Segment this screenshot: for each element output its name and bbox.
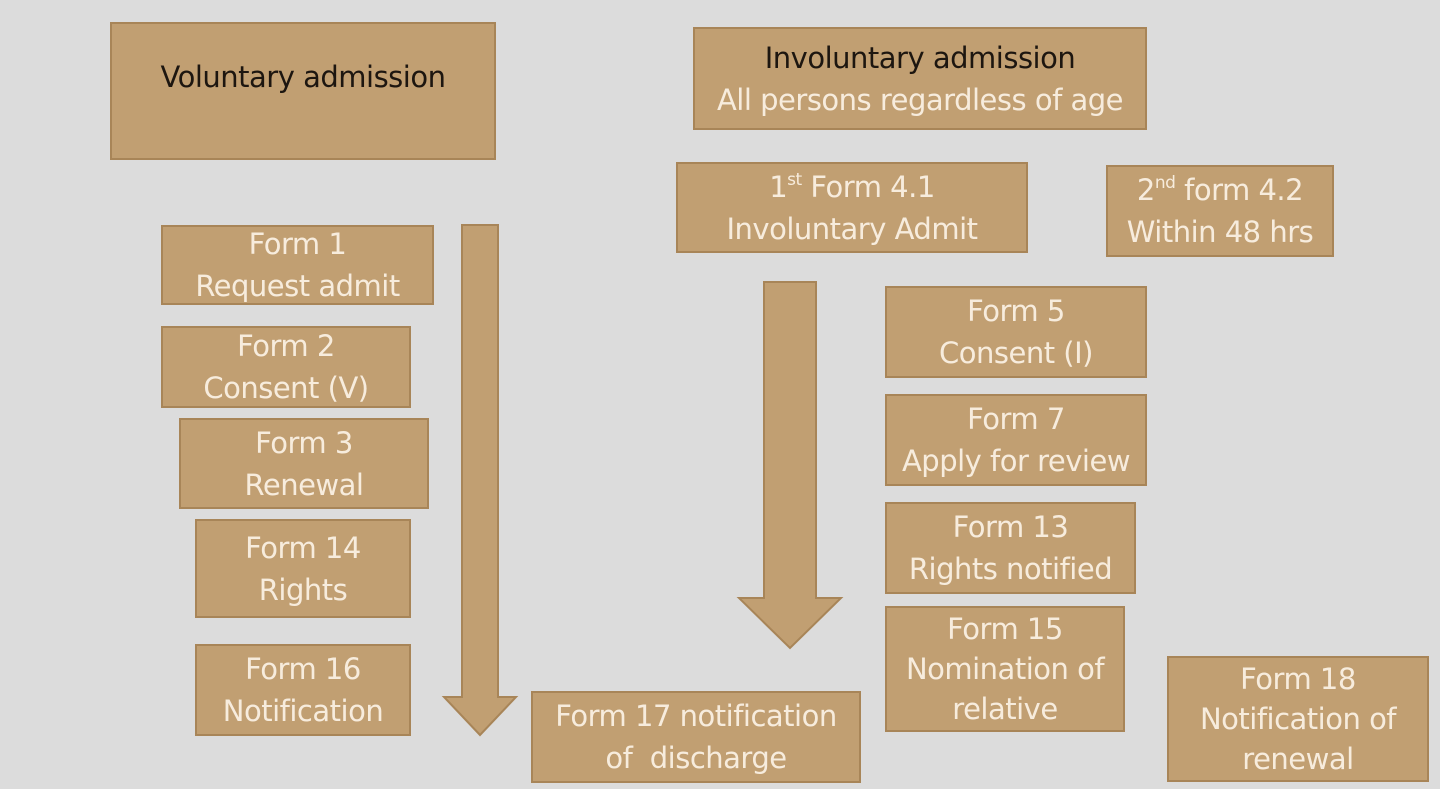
form-4-2-box: 2nd form 4.2 Within 48 hrs: [1106, 165, 1334, 257]
voluntary-admission-box: Voluntary admission: [110, 22, 496, 160]
form-4-1-box: 1st Form 4.1 Involuntary Admit: [676, 162, 1028, 253]
form-7-box: Form 7 Apply for review: [885, 394, 1147, 486]
form-3-desc: Renewal: [244, 467, 364, 502]
form-7-label: Form 7: [967, 402, 1065, 436]
form-13-label: Form 13: [952, 510, 1069, 544]
form-1-desc: Request admit: [195, 269, 400, 303]
form-15-label: Form 15: [947, 612, 1063, 646]
form-13-desc: Rights notified: [908, 552, 1113, 586]
form-17-box: Form 17 notification of discharge: [531, 691, 861, 783]
form-14-desc: Rights: [258, 572, 348, 607]
form-16-box: Form 16 Notification: [195, 644, 411, 736]
form-18-desc-2: renewal: [1242, 742, 1354, 776]
involuntary-admission-box: Involuntary admission All persons regard…: [693, 27, 1147, 130]
form-1-box: Form 1 Request admit: [161, 225, 434, 305]
form-5-desc: Consent (I): [939, 336, 1093, 370]
form-4-2-title: 2nd form 4.2: [1136, 173, 1304, 207]
form-7-desc: Apply for review: [901, 444, 1131, 478]
involuntary-down-arrow: [736, 281, 844, 650]
form-18-box: Form 18 Notification of renewal: [1167, 656, 1429, 782]
form-17-label: Form 17 notification: [555, 699, 837, 733]
form-3-label: Form 3: [255, 425, 353, 460]
form-4-1-desc: Involuntary Admit: [726, 211, 978, 246]
form-14-label: Form 14: [245, 530, 361, 565]
form-14-box: Form 14 Rights: [195, 519, 411, 618]
form-5-box: Form 5 Consent (I): [885, 286, 1147, 378]
voluntary-down-arrow: [441, 224, 519, 737]
form-4-2-ordinal-suffix: nd: [1154, 173, 1176, 193]
involuntary-admission-title: Involuntary admission: [764, 40, 1076, 75]
form-5-label: Form 5: [967, 294, 1065, 328]
form-2-box: Form 2 Consent (V): [161, 326, 411, 408]
form-4-1-title: 1st Form 4.1: [769, 169, 935, 204]
form-17-desc: of discharge: [605, 741, 787, 775]
form-13-box: Form 13 Rights notified: [885, 502, 1136, 594]
form-2-desc: Consent (V): [203, 371, 369, 405]
involuntary-admission-subtitle: All persons regardless of age: [716, 82, 1124, 117]
form-18-label: Form 18: [1240, 662, 1356, 696]
form-4-2-desc: Within 48 hrs: [1126, 215, 1314, 249]
form-16-label: Form 16: [245, 652, 361, 686]
form-15-desc-1: Nomination of: [905, 652, 1105, 686]
form-4-1-ordinal-suffix: st: [787, 169, 802, 190]
form-1-label: Form 1: [248, 227, 347, 261]
form-15-desc-2: relative: [952, 692, 1058, 726]
form-18-desc-1: Notification of: [1199, 702, 1397, 736]
form-16-desc: Notification: [222, 694, 384, 728]
form-3-box: Form 3 Renewal: [179, 418, 429, 509]
form-15-box: Form 15 Nomination of relative: [885, 606, 1125, 732]
voluntary-admission-title: Voluntary admission: [160, 60, 446, 94]
form-2-label: Form 2: [237, 329, 335, 363]
